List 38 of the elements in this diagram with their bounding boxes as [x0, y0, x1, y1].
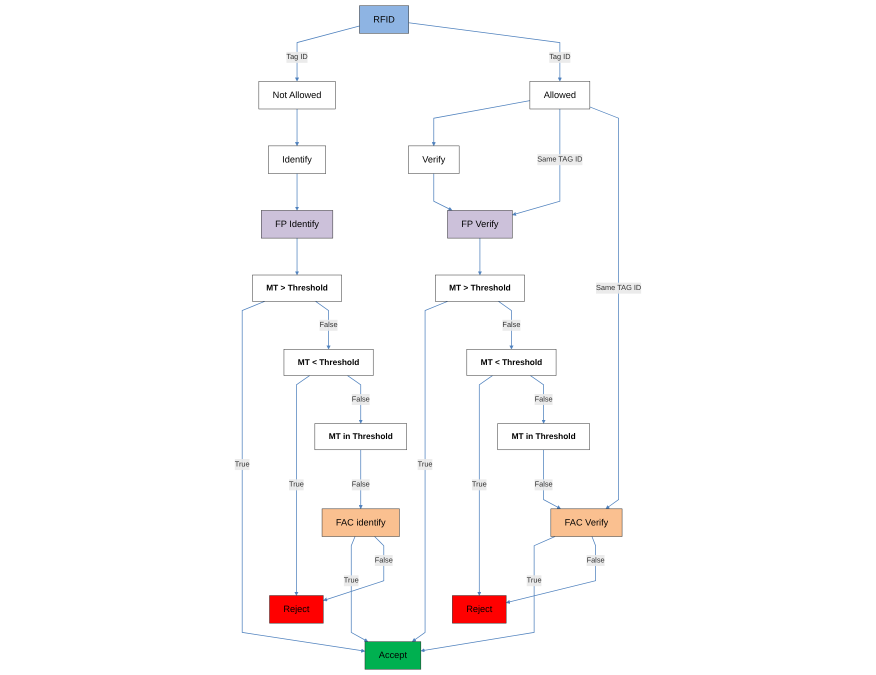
arrow: [358, 449, 363, 509]
arrow: [506, 536, 596, 604]
node-box: Not Allowed: [258, 81, 336, 110]
arrow: [432, 100, 530, 146]
node-box: Allowed: [530, 81, 590, 110]
arrow: [589, 106, 619, 509]
node-box: FAC Verify: [550, 508, 622, 537]
node-box: Verify: [408, 146, 460, 174]
arrow: [295, 26, 360, 82]
arrow: [412, 300, 448, 642]
node-box: Reject: [269, 595, 324, 624]
arrow: [478, 238, 482, 276]
arrow: [295, 173, 300, 211]
arrow: [477, 375, 493, 596]
arrow: [543, 449, 561, 509]
arrow: [420, 536, 556, 652]
arrow: [323, 536, 384, 602]
arrow: [408, 22, 562, 82]
node-box: Identify: [268, 146, 326, 174]
node-box: MT < Threshold: [466, 349, 556, 376]
node-box: FP Identify: [261, 210, 334, 238]
node-box: MT > Threshold: [252, 274, 342, 302]
arrow: [433, 173, 452, 211]
node-box: MT < Threshold: [284, 349, 374, 376]
node-box: MT > Threshold: [435, 274, 525, 302]
node-box: MT in Threshold: [314, 423, 407, 450]
arrow: [350, 536, 368, 642]
arrow: [498, 300, 514, 350]
node-box: FAC identify: [322, 508, 400, 537]
arrow: [295, 108, 300, 146]
arrow: [512, 108, 560, 216]
node-box: FP Verify: [447, 210, 513, 238]
node-box: Accept: [364, 641, 422, 670]
node-box: MT in Threshold: [498, 423, 590, 450]
arrow: [294, 375, 310, 596]
node-box: RFID: [359, 5, 409, 34]
node-box: Reject: [452, 595, 506, 624]
arrow: [295, 238, 300, 276]
